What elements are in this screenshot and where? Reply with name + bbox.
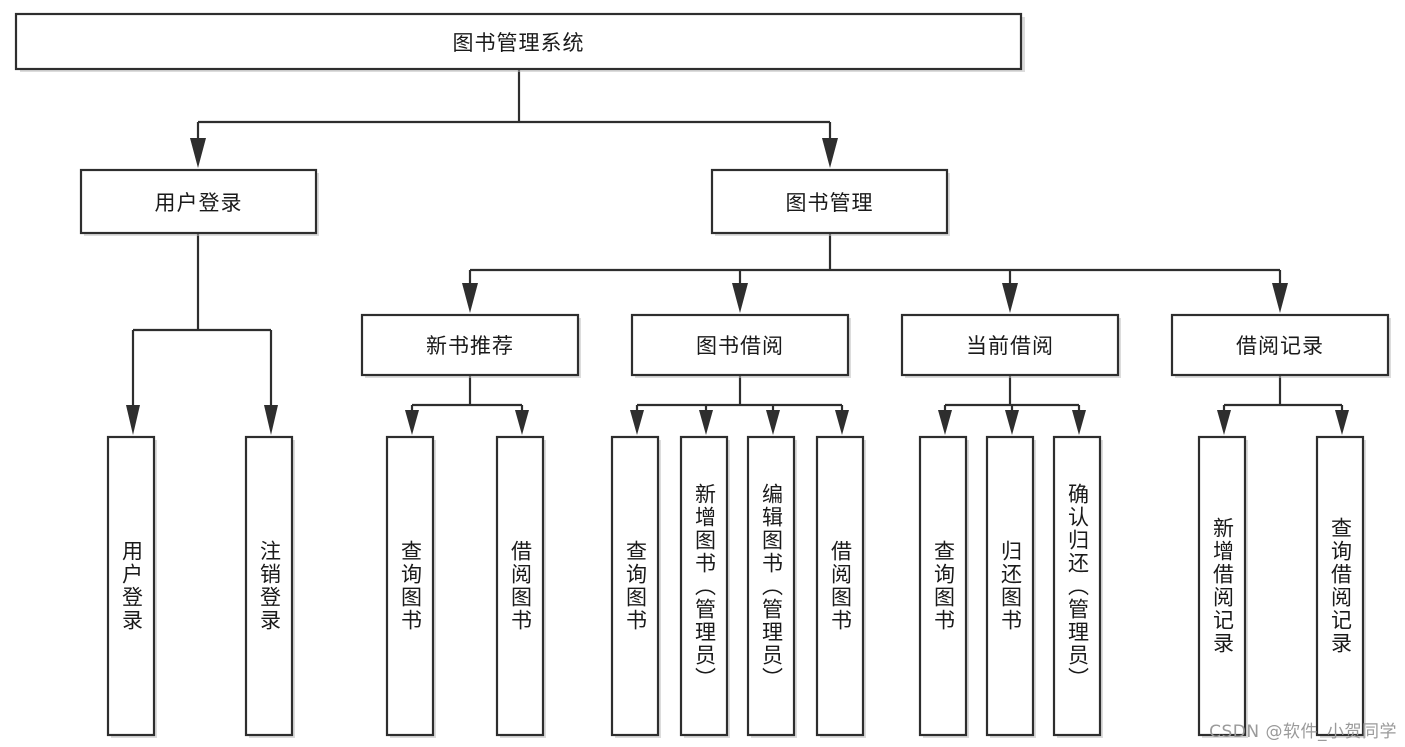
arrow-head-bb-leaf4 (835, 410, 849, 435)
node-box-leaf-nb-borrow[interactable] (495, 435, 545, 737)
arrow-head-bb-leaf3 (766, 410, 780, 435)
arrow-head-br-leaf1 (1217, 410, 1231, 435)
node-box-leaf-bb-query[interactable] (610, 435, 660, 737)
arrow-head-nb-leaf1 (405, 410, 419, 435)
node-box-leaf-logout[interactable] (244, 435, 294, 737)
arrow-head-new-book (462, 283, 478, 313)
arrow-head-bb-leaf2 (699, 410, 713, 435)
arrow-head-current-borrow (1002, 283, 1018, 313)
node-box-book-manage[interactable] (710, 168, 949, 235)
watermark: CSDN @软件_小贺同学 (1209, 722, 1397, 742)
node-box-book-borrow[interactable] (630, 313, 850, 377)
node-box-leaf-bb-edit[interactable] (746, 435, 796, 737)
node-box-leaf-cb-return[interactable] (985, 435, 1035, 737)
node-box-user-login[interactable] (79, 168, 318, 235)
node-box-leaf-nb-query[interactable] (385, 435, 435, 737)
arrow-head-cb-leaf1 (938, 410, 952, 435)
arrow-head-nb-leaf2 (515, 410, 529, 435)
node-box-leaf-cb-confirm[interactable] (1052, 435, 1102, 737)
arrow-head-user-login (190, 138, 206, 168)
node-box-current-borrow[interactable] (900, 313, 1120, 377)
node-box-leaf-bb-borrow[interactable] (815, 435, 865, 737)
arrow-head-book-manage (822, 138, 838, 168)
arrow-head-cb-leaf3 (1072, 410, 1086, 435)
node-box-leaf-bb-add[interactable] (679, 435, 729, 737)
node-box-leaf-cb-query[interactable] (918, 435, 968, 737)
arrow-head-leaf-logout (264, 405, 278, 435)
arrow-head-book-borrow (732, 283, 748, 313)
node-box-leaf-user-login[interactable] (106, 435, 156, 737)
box-group (14, 12, 1390, 737)
node-box-borrow-record[interactable] (1170, 313, 1390, 377)
node-box-leaf-br-add[interactable] (1197, 435, 1247, 737)
node-box-leaf-br-query[interactable] (1315, 435, 1365, 737)
arrow-head-borrow-record (1272, 283, 1288, 313)
arrow-head-leaf-user-login (126, 405, 140, 435)
arrow-head-bb-leaf1 (630, 410, 644, 435)
arrow-head-br-leaf2 (1335, 410, 1349, 435)
arrow-head-cb-leaf2 (1005, 410, 1019, 435)
connector-group (126, 70, 1349, 435)
node-box-new-book-recommend[interactable] (360, 313, 580, 377)
node-box-root[interactable] (14, 12, 1023, 71)
